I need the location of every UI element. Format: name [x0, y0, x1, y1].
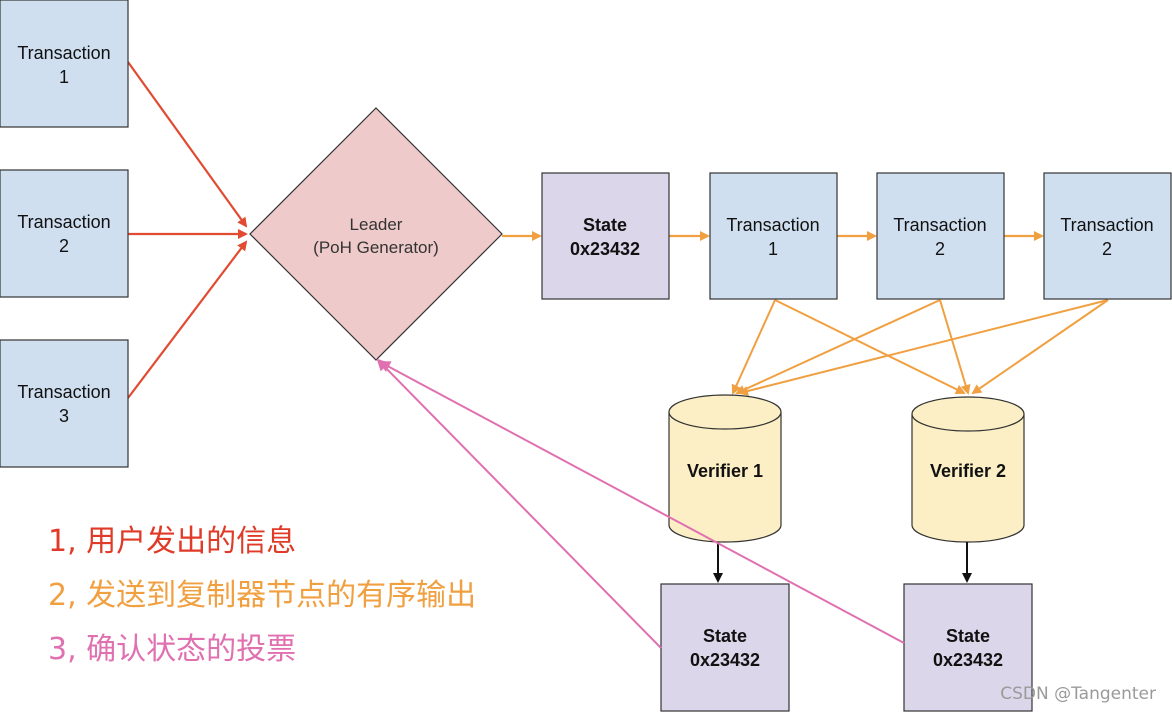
verifier-2-state-line1: State [946, 626, 990, 646]
verifier-2-state-line2: 0x23432 [933, 650, 1003, 670]
chain-transaction-1-line2: 1 [768, 239, 778, 259]
chain-state-line1: State [583, 215, 627, 235]
verifier-2-state: State 0x23432 [903, 583, 1033, 712]
verifier-1-state-line1: State [703, 626, 747, 646]
chain-transaction-3-line2: 2 [1102, 239, 1112, 259]
input-transaction-2: Transaction 2 [0, 169, 129, 298]
legend-item-2-text: 2, 发送到复制器节点的有序输出 [48, 578, 477, 613]
arrow-tx1-to-verifier2 [774, 299, 966, 394]
input-transaction-3: Transaction 3 [0, 339, 129, 468]
verifier-1-label: Verifier 1 [687, 461, 763, 481]
legend-item-3: 3, 确认状态的投票 [48, 624, 296, 668]
arrow-tx3-to-verifier1 [738, 299, 1109, 396]
verifier-1: Verifier 1 [668, 394, 782, 543]
verifier-1-state: State 0x23432 [660, 583, 790, 712]
arrow-input3-to-leader [127, 240, 248, 399]
arrow-tx1-to-verifier1 [731, 299, 776, 395]
chain-transaction-1-line1: Transaction [726, 215, 819, 235]
chain-state-line2: 0x23432 [570, 239, 640, 259]
legend-item-1: 1, 用户发出的信息 [48, 516, 296, 560]
chain-transaction-2-line2: 2 [935, 239, 945, 259]
chain-transaction-3: Transaction 2 [1043, 172, 1172, 300]
watermark: CSDN @Tangenter [1000, 684, 1156, 704]
leader-title: Leader [350, 215, 403, 234]
legend-item-3-text: 3, 确认状态的投票 [48, 632, 297, 667]
input-transaction-2-line1: Transaction [17, 212, 110, 232]
input-transaction-2-line2: 2 [59, 236, 69, 256]
verifier-2-label: Verifier 2 [930, 461, 1006, 481]
chain-transaction-3-line1: Transaction [1060, 215, 1153, 235]
arrow-tx2-to-verifier1 [735, 299, 941, 395]
input-transaction-3-line2: 3 [59, 406, 69, 426]
chain-transaction-2: Transaction 2 [876, 172, 1005, 300]
arrow-input1-to-leader [127, 61, 248, 228]
leader-subtitle: (PoH Generator) [313, 238, 439, 257]
input-transaction-3-line1: Transaction [17, 382, 110, 402]
verifier-1-state-line2: 0x23432 [690, 650, 760, 670]
arrow-vote1-to-leader [376, 358, 662, 649]
chain-state: State 0x23432 [541, 172, 670, 300]
leader-node: Leader (PoH Generator) [249, 107, 503, 361]
input-transaction-1-line1: Transaction [17, 43, 110, 63]
input-transaction-1: Transaction 1 [0, 0, 129, 128]
legend-item-2: 2, 发送到复制器节点的有序输出 [48, 570, 476, 614]
chain-transaction-1: Transaction 1 [709, 172, 838, 300]
arrow-vote2-to-leader [378, 361, 905, 644]
legend-item-1-text: 1, 用户发出的信息 [48, 524, 297, 559]
input-transaction-1-line2: 1 [59, 67, 69, 87]
chain-transaction-2-line1: Transaction [893, 215, 986, 235]
arrow-tx3-to-verifier2 [971, 299, 1109, 395]
verifier-2: Verifier 2 [911, 396, 1025, 543]
arrow-tx2-to-verifier2 [939, 299, 971, 395]
